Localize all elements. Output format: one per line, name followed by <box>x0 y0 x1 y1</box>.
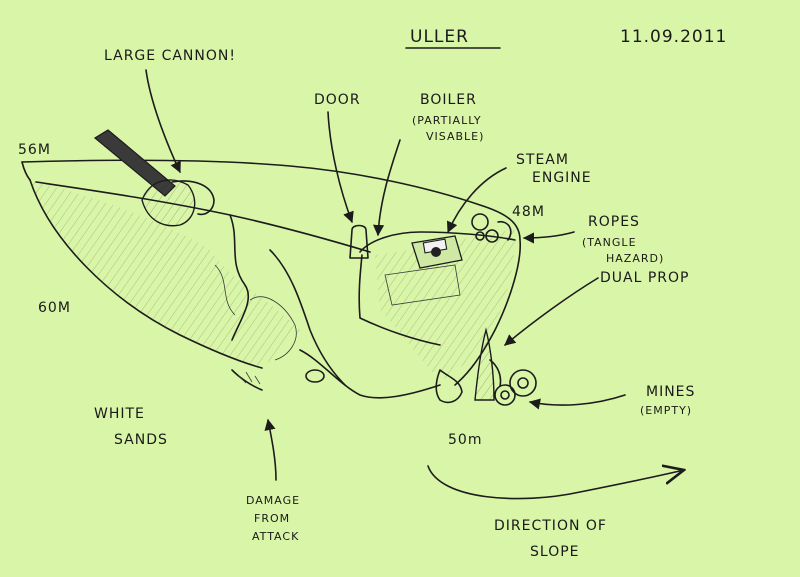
label-boiler: BOILER <box>420 92 477 108</box>
label-slope-2: SLOPE <box>530 544 580 560</box>
depth-stern: 48M <box>512 204 545 220</box>
dual-prop <box>435 327 502 404</box>
steam-engine <box>411 235 463 269</box>
label-steam: STEAM <box>516 152 569 168</box>
label-mines-note: (EMPTY) <box>640 404 692 417</box>
label-sands: SANDS <box>114 432 168 448</box>
label-boiler-note-2: VISABLE) <box>426 130 484 143</box>
label-damage-2: FROM <box>254 512 290 525</box>
hull <box>21 129 537 406</box>
depth-side: 60M <box>38 300 71 316</box>
label-ropes-note-1: (TANGLE <box>582 236 637 249</box>
mines <box>494 369 537 406</box>
leaders <box>145 47 684 500</box>
label-boiler-note-1: (PARTIALLY <box>412 114 482 127</box>
label-cannon: LARGE CANNON! <box>104 48 236 64</box>
label-ropes: ROPES <box>588 214 640 230</box>
sketch-date: 11.09.2011 <box>620 27 727 47</box>
label-engine: ENGINE <box>532 170 592 186</box>
cannon <box>93 129 215 227</box>
label-slope-1: DIRECTION OF <box>494 518 607 534</box>
label-door: DOOR <box>314 92 361 108</box>
depth-bottom: 50m <box>448 432 482 448</box>
ropes <box>471 213 512 243</box>
label-ropes-note-2: HAZARD) <box>606 252 664 265</box>
label-damage-3: ATTACK <box>252 530 299 543</box>
wreck-title: ULLER <box>410 27 469 47</box>
label-mines: MINES <box>646 384 695 400</box>
label-damage-1: DAMAGE <box>246 494 300 507</box>
label-white: WHITE <box>94 406 145 422</box>
depth-bow: 56M <box>18 142 51 158</box>
label-prop: DUAL PROP <box>600 270 690 286</box>
